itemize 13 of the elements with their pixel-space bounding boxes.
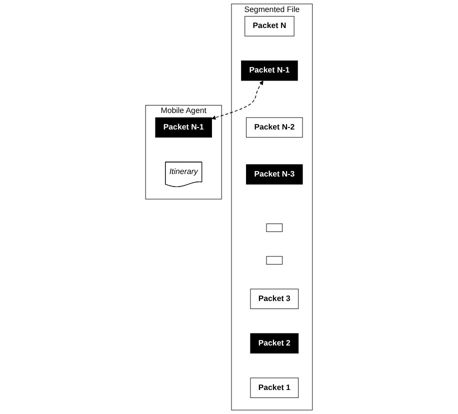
cluster [145,104,222,200]
node-box [266,256,283,265]
node-box [241,60,298,81]
node-box [266,224,283,232]
node-box [250,378,299,398]
node-box [250,288,299,310]
cluster [231,4,313,410]
node-box [250,333,299,354]
node-box [155,117,212,138]
node-box [246,117,303,138]
arrow [212,80,264,120]
node-box [244,16,294,36]
node-box [246,164,303,185]
